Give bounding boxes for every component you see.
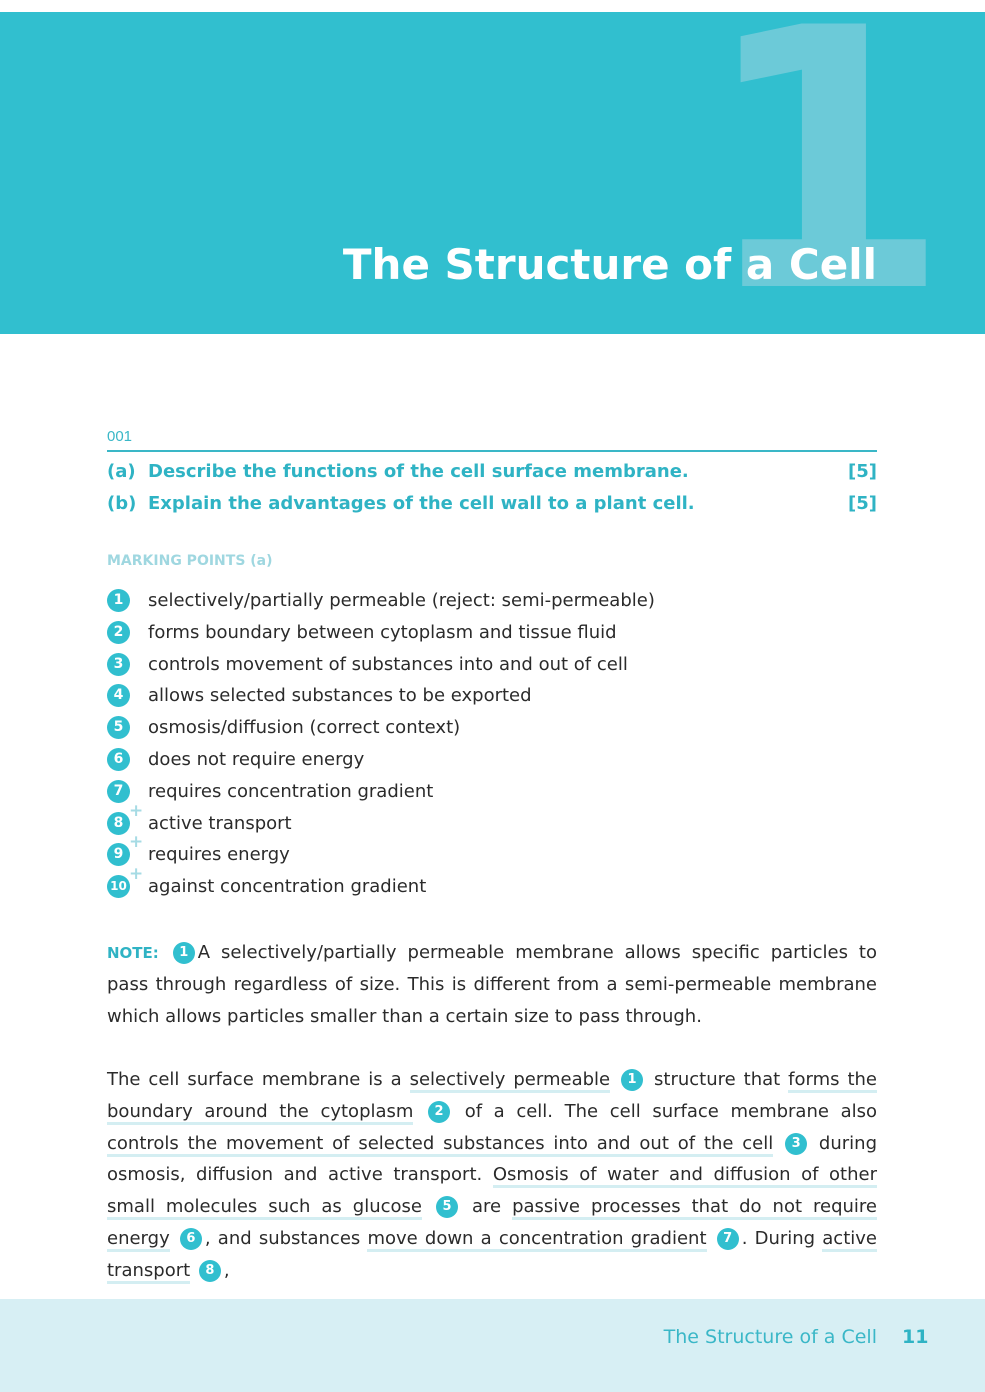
marking-point-reference: 2 <box>428 1100 451 1123</box>
marking-point: 10 + against concentration gradient <box>107 866 877 906</box>
marking-point-text: active transport <box>148 812 292 834</box>
answer-highlight: selectively permeable <box>409 1069 611 1093</box>
answer-highlight: Osmosis of water and diffusion of other … <box>107 1164 877 1221</box>
question-number: 001 <box>107 428 133 445</box>
marking-points-heading: MARKING POINTS (a) <box>107 553 273 569</box>
answer-highlight: passive processes that do not require en… <box>107 1196 878 1252</box>
marking-point: 2 forms boundary between cytoplasm and t… <box>107 620 877 652</box>
question-part-text: Explain the advantages of the cell wall … <box>148 493 695 514</box>
marking-point-number: 5 <box>107 716 130 740</box>
marking-point: 4 allows selected substances to be expor… <box>107 683 877 715</box>
answer-text: are <box>460 1196 513 1218</box>
marking-point: 8 + active transport <box>107 802 877 843</box>
marking-point-reference: 7 <box>716 1227 739 1250</box>
plus-icon: + <box>129 832 144 853</box>
chapter-number: 1 <box>700 12 951 334</box>
answer-text: , and substances <box>204 1227 368 1249</box>
answer-text: . During <box>741 1227 823 1249</box>
marking-point: 7 requires concentration gradient <box>107 779 877 811</box>
answer-text: structure that <box>646 1069 789 1090</box>
marking-point-text: against concentration gradient <box>148 876 427 898</box>
marking-point-number: 1 <box>107 589 130 612</box>
answer-text: , <box>223 1259 230 1281</box>
marking-point-text: allows selected substances to be exporte… <box>148 685 532 707</box>
note-text: A selectively/partially permeable membra… <box>107 942 877 1027</box>
marking-point-number: 9 <box>107 843 130 867</box>
marking-point-text: selectively/partially permeable (reject:… <box>148 590 655 611</box>
marking-point-number: 3 <box>107 652 130 676</box>
plus-icon: + <box>129 864 144 885</box>
chapter-header: 1 The Structure of a Cell <box>0 12 985 334</box>
marking-point-reference: 6 <box>179 1227 202 1250</box>
question-part-a: (a) Describe the functions of the cell s… <box>107 461 877 485</box>
question-part-marks: [5] <box>848 461 877 482</box>
answer-highlight: controls the movement of selected substa… <box>107 1132 774 1157</box>
marking-point-text: requires concentration gradient <box>148 780 434 802</box>
marking-point-number: 4 <box>107 684 130 708</box>
page-number: 11 <box>902 1326 929 1348</box>
note-label: NOTE: <box>107 944 159 962</box>
marking-point-text: controls movement of substances into and… <box>148 653 628 675</box>
answer-highlight: forms the boundary around the cytoplasm <box>107 1069 877 1125</box>
answer-highlight: move down a concentration gradient <box>367 1227 707 1252</box>
marking-point: 6 does not require energy <box>107 747 877 779</box>
marking-point: 5 osmosis/diffusion (correct context) <box>107 715 877 747</box>
question-part-label: (b) <box>107 493 137 514</box>
marking-point-number: 8 <box>107 811 130 835</box>
chapter-title: The Structure of a Cell <box>342 240 877 289</box>
marking-points-list: 1 selectively/partially permeable (rejec… <box>107 588 877 906</box>
marking-point-reference: 3 <box>785 1132 808 1155</box>
answer-text: of a cell. The cell surface membrane als… <box>453 1100 877 1122</box>
marking-point-reference: 1 <box>172 942 195 964</box>
marking-point-number: 7 <box>107 779 130 803</box>
marking-point-text: does not require energy <box>148 748 365 770</box>
marking-point-number: 2 <box>107 620 130 644</box>
plus-icon: + <box>129 800 144 821</box>
marking-point-reference: 5 <box>435 1196 458 1219</box>
answer-text: The cell surface membrane is a <box>107 1069 410 1090</box>
answer-paragraph: The cell surface membrane is a selective… <box>107 1064 878 1287</box>
answer-highlight: active transport <box>107 1227 877 1284</box>
footer-chapter-title: The Structure of a Cell <box>663 1326 877 1348</box>
marking-point-reference: 8 <box>198 1259 221 1282</box>
marking-point-text: requires energy <box>148 844 290 866</box>
answer-text: during osmosis, diffusion and active tra… <box>107 1132 877 1186</box>
marking-point-text: forms boundary between cytoplasm and tis… <box>148 621 617 643</box>
question-part-marks: [5] <box>848 493 877 514</box>
marking-point: 1 selectively/partially permeable (rejec… <box>107 588 877 620</box>
marking-point-text: osmosis/diffusion (correct context) <box>148 717 461 739</box>
marking-point-number: 10 <box>107 875 130 899</box>
marking-point-reference: 1 <box>621 1069 644 1091</box>
question-part-label: (a) <box>107 461 136 482</box>
marking-point: 3 controls movement of substances into a… <box>107 652 877 684</box>
marking-point: 9 + requires energy <box>107 834 877 874</box>
question-divider <box>107 450 877 452</box>
page-footer: The Structure of a Cell 11 <box>0 1299 985 1392</box>
question-part-text: Describe the functions of the cell surfa… <box>148 461 689 482</box>
marking-point-number: 6 <box>107 747 130 771</box>
question-part-b: (b) Explain the advantages of the cell w… <box>107 493 877 517</box>
